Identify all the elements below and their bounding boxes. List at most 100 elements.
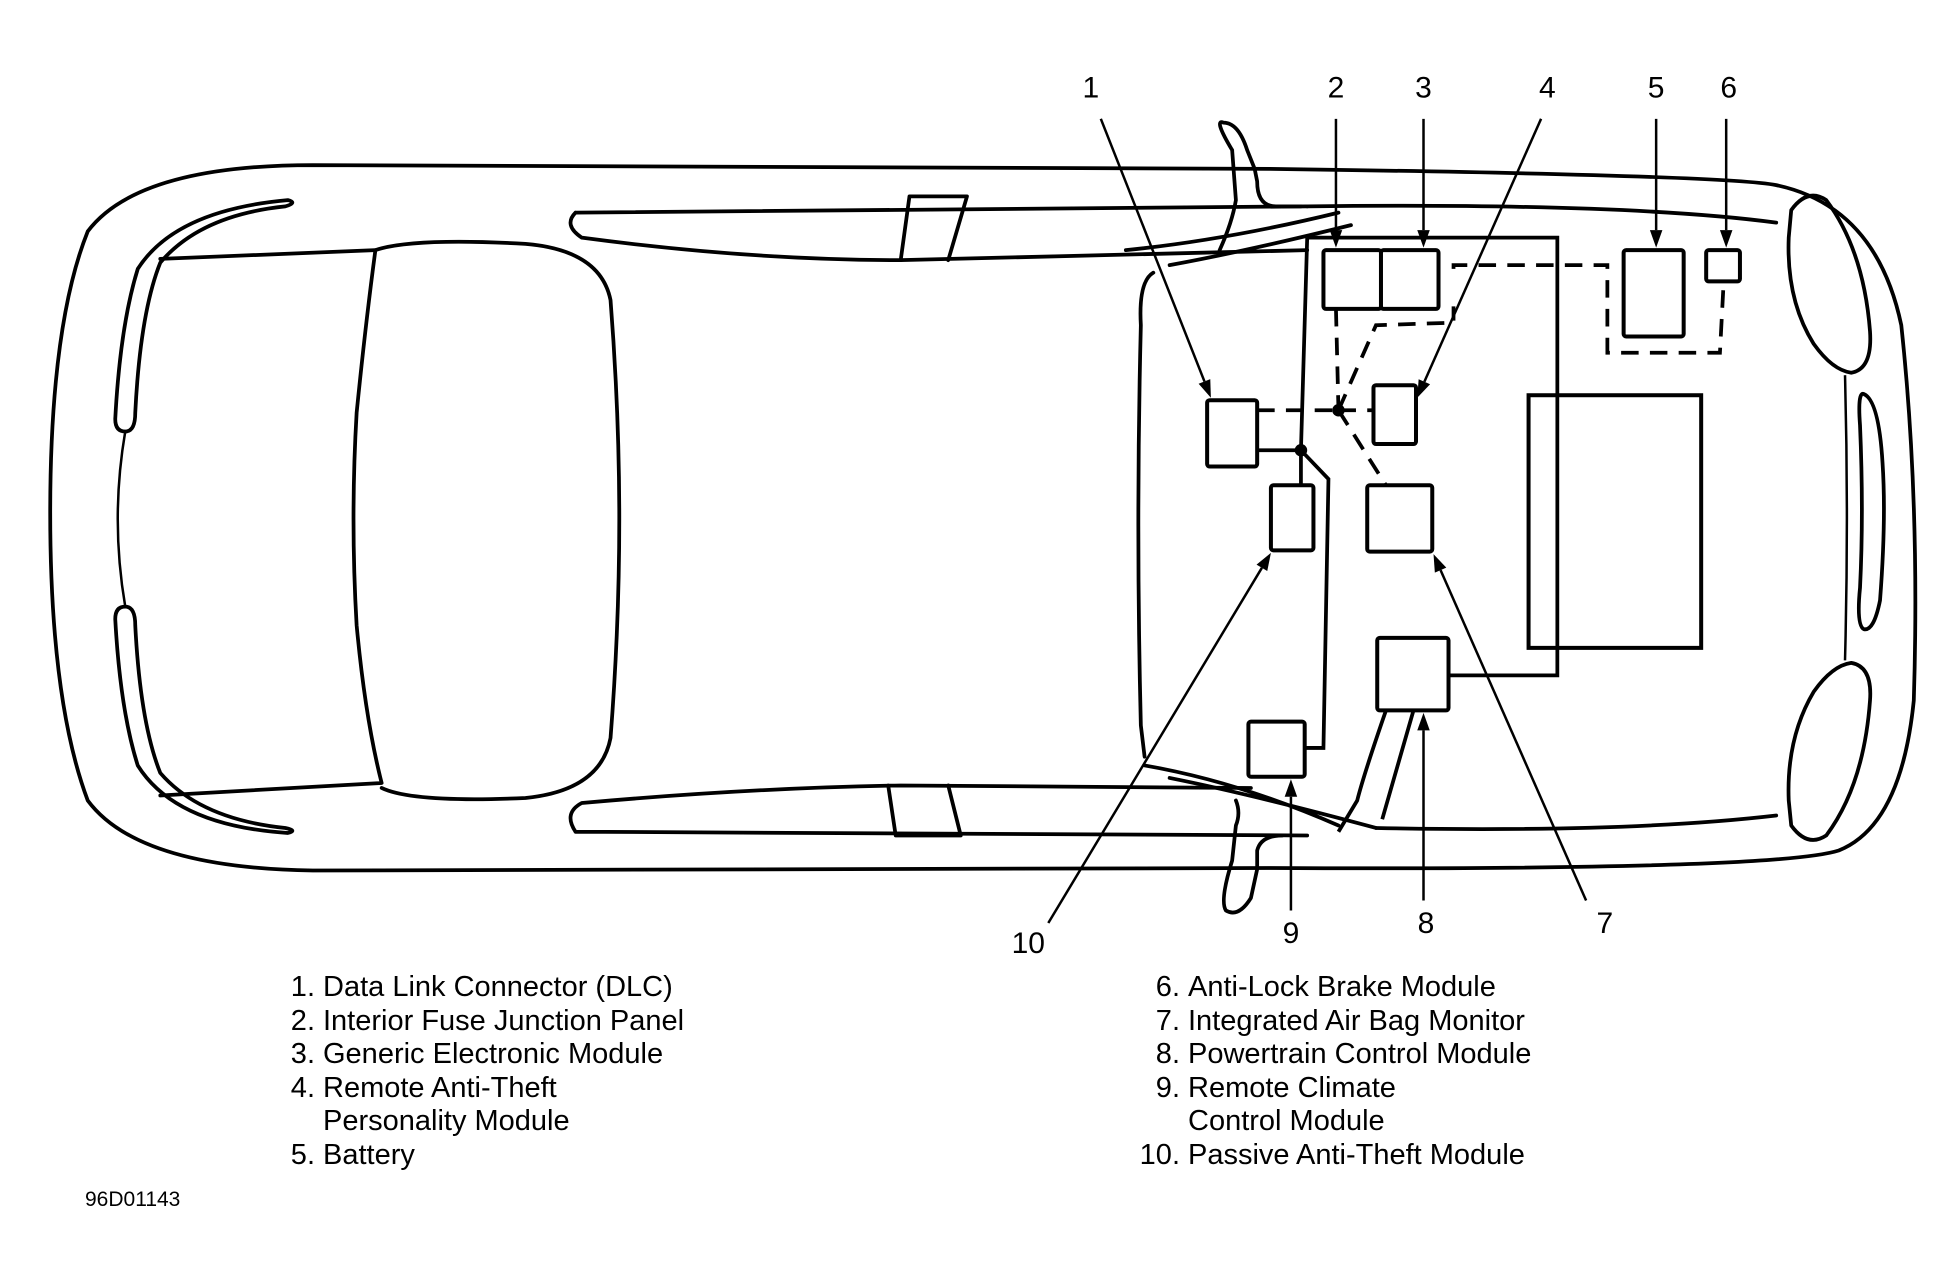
legend-number: 10.: [1139, 1138, 1180, 1171]
bus-junction-node: [1332, 403, 1345, 417]
legend-label: Data Link Connector (DLC): [323, 971, 673, 1003]
legend-item-4: 4. Remote Anti-Theft: [277, 1072, 684, 1106]
module-generic-electronic-module: [1378, 248, 1441, 311]
legend-item-9: 9. Remote Climate: [1128, 1072, 1531, 1106]
legend-number: 1.: [290, 971, 315, 1003]
leader-line: [1099, 118, 1206, 382]
callout-7: 7: [1433, 554, 1614, 940]
legend-number: 2.: [290, 1004, 315, 1037]
legend-number: 8.: [1155, 1038, 1180, 1070]
vehicle-body: [48, 120, 1918, 915]
legend-number: 4.: [290, 1071, 315, 1104]
callout-number: 2: [1328, 72, 1345, 105]
callout-4: 4: [1417, 72, 1556, 398]
leader-line: [1439, 569, 1588, 902]
front-fascia-line: [1843, 375, 1849, 661]
arrowhead-icon: [1433, 554, 1447, 573]
arrowhead-icon: [1329, 230, 1343, 248]
legend-label: Remote Anti-Theft: [323, 1071, 557, 1104]
callout-10: 10: [1012, 552, 1271, 960]
arrowhead-icon: [1256, 552, 1271, 572]
module-remote-anti-theft-personality-module: [1371, 383, 1419, 447]
body-outline: [48, 163, 1918, 873]
legend-label: Remote Climate: [1188, 1071, 1396, 1104]
legend-label: Battery: [323, 1138, 415, 1171]
callout-number: 8: [1418, 907, 1435, 940]
arrowhead-icon: [1417, 379, 1431, 398]
left-headlight: [1786, 193, 1873, 375]
callout-9: 9: [1283, 779, 1300, 950]
right-side-mirror: [1221, 798, 1285, 915]
rear-left-pillar: [113, 198, 295, 434]
legend-number: 7.: [1155, 1004, 1180, 1037]
callout-8: 8: [1417, 712, 1435, 940]
roof-panel: [373, 239, 622, 802]
legend-label: Generic Electronic Module: [323, 1038, 664, 1070]
callout-5: 5: [1648, 72, 1665, 248]
legend-item-10: 10. Passive Anti-Theft Module: [1128, 1139, 1531, 1173]
legend-label-continued: Personality Module: [323, 1105, 570, 1137]
legend-label: Passive Anti-Theft Module: [1188, 1138, 1525, 1171]
callout-number: 4: [1539, 72, 1556, 105]
arrowhead-icon: [1284, 779, 1298, 797]
callout-number: 10: [1012, 927, 1045, 960]
legend-right-column: 6. Anti-Lock Brake Module 7. Integrated …: [1128, 971, 1532, 1173]
hood-lower-edge: [1374, 813, 1779, 831]
wiring-harness: [1257, 235, 1726, 833]
callout-number: 7: [1597, 907, 1614, 940]
callout-6: 6: [1719, 72, 1737, 248]
callout-number: 9: [1283, 917, 1300, 950]
module-integrated-air-bag-monitor: [1365, 483, 1435, 554]
callout-number: 1: [1082, 72, 1099, 105]
arrowhead-icon: [1417, 712, 1430, 731]
legend-item-8: 8. Powertrain Control Module: [1128, 1038, 1532, 1072]
callout-number: 3: [1415, 72, 1432, 105]
legend-label-continued: Control Module: [1188, 1105, 1385, 1137]
dash-bus-to-abs: [1451, 263, 1726, 355]
hood-right-edge: [1305, 203, 1779, 225]
right-b-pillar: [886, 783, 963, 838]
arrowhead-icon: [1649, 230, 1663, 248]
arrowhead-icon: [1198, 379, 1211, 398]
dash-left-edge: [1136, 270, 1156, 759]
legend-label: Powertrain Control Module: [1188, 1038, 1532, 1070]
left-side-mirror: [1217, 120, 1303, 253]
rear-glass-edge: [116, 431, 127, 607]
rear-right-pillar: [113, 604, 295, 835]
grille: [1856, 392, 1886, 632]
dash-bus-to-airbag: [1336, 409, 1388, 487]
dash-bus-from-ifjp: [1334, 308, 1341, 411]
solid-harness-to-pcm-branch: [1299, 448, 1331, 750]
legend-label: Anti-Lock Brake Module: [1188, 971, 1496, 1003]
callouts: 1 2 3 4 5 6 7 8 9 10: [1012, 72, 1737, 961]
module-battery: [1621, 248, 1686, 339]
legend-number: 5.: [290, 1138, 315, 1171]
legend-number: 3.: [290, 1038, 315, 1070]
module-data-link-connector: [1205, 398, 1260, 469]
legend-left-column: 1. Data Link Connector (DLC) 2. Interior…: [277, 971, 684, 1172]
module-passive-anti-theft-module: [1268, 483, 1316, 553]
rear-window: [158, 248, 384, 798]
legend-item-2: 2. Interior Fuse Junction Panel: [277, 1005, 684, 1039]
leader-line: [1047, 567, 1263, 924]
callout-number: 5: [1648, 72, 1665, 105]
legend-item-5: 5. Battery: [277, 1139, 684, 1173]
harness-junction-node: [1294, 444, 1308, 457]
module-powertrain-control-module: [1375, 635, 1451, 713]
callout-2: 2: [1328, 72, 1345, 248]
right-side-window-bottom: [568, 783, 1310, 838]
engine-block: [1526, 393, 1704, 650]
legend-number: 9.: [1155, 1071, 1180, 1104]
module-anti-lock-brake-module: [1704, 248, 1742, 284]
figure-code: 96D01143: [85, 1188, 181, 1211]
legend-item-6: 6. Anti-Lock Brake Module: [1128, 971, 1531, 1005]
solid-harness-main: [1307, 235, 1560, 678]
arrowhead-icon: [1719, 230, 1733, 248]
callout-number: 6: [1720, 72, 1737, 105]
callout-3: 3: [1415, 72, 1432, 248]
leader-line: [1423, 118, 1543, 383]
legend-label: Interior Fuse Junction Panel: [323, 1004, 685, 1037]
module-remote-climate-control-module: [1246, 719, 1307, 779]
callout-1: 1: [1082, 72, 1211, 398]
